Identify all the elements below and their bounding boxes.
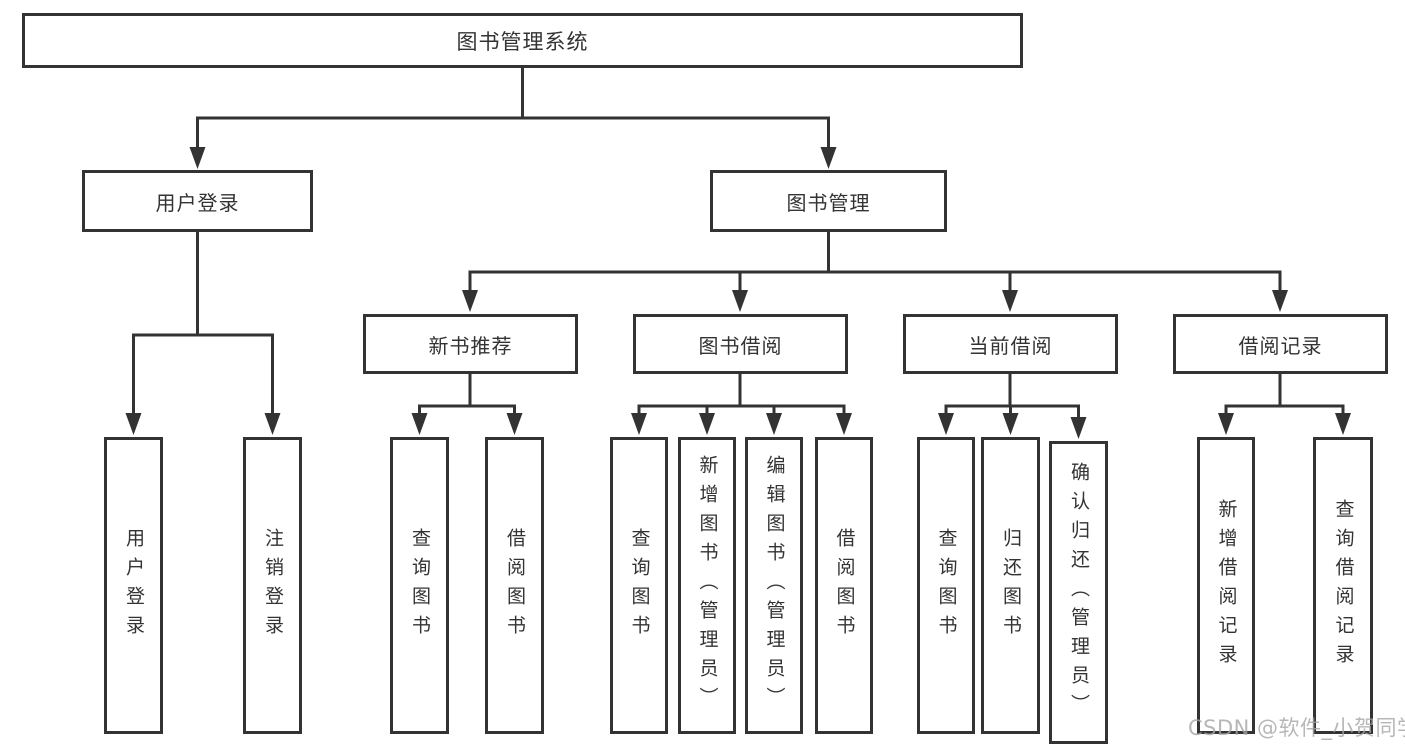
leaf-query-borrow-record: 查询借阅记录: [1313, 437, 1373, 734]
node-label: 新增借阅记录: [1215, 498, 1238, 673]
csdn-watermark: CSDN @软件_小贺同学: [1188, 716, 1405, 740]
node-user-login: 用户登录: [82, 170, 313, 232]
node-label: 图书管理系统: [456, 29, 589, 54]
edges-new-books: [411, 371, 523, 435]
leaf-add-borrow-record: 新增借阅记录: [1197, 437, 1255, 734]
node-label: 借阅图书: [504, 527, 526, 644]
leaf-query-books-3: 查询图书: [917, 437, 975, 734]
leaf-add-book-admin: 新增图书（管理员）: [678, 437, 736, 734]
node-current-borrow: 当前借阅: [903, 314, 1118, 374]
leaf-borrow-books-2: 借阅图书: [815, 437, 873, 734]
node-label: 编辑图书（管理员）: [763, 455, 786, 716]
node-label: 新增图书（管理员）: [696, 455, 719, 716]
node-label: 借阅记录: [1238, 333, 1323, 358]
node-label: 用户登录: [123, 527, 145, 644]
node-label: 查询借阅记录: [1332, 498, 1355, 673]
leaf-return-book: 归还图书: [981, 437, 1040, 734]
node-label: 查询图书: [935, 527, 958, 644]
leaf-query-books-1: 查询图书: [390, 437, 449, 734]
node-label: 图书管理: [786, 190, 871, 215]
node-label: 查询图书: [409, 527, 431, 644]
node-label: 借阅图书: [833, 527, 856, 644]
leaf-user-login: 用户登录: [104, 437, 163, 734]
edges-book-borrow: [631, 371, 852, 435]
node-label: 确认归还（管理员）: [1068, 462, 1090, 723]
edges-root: [189, 66, 837, 169]
node-label: 用户登录: [155, 190, 240, 215]
node-book-borrow: 图书借阅: [633, 314, 848, 374]
node-label: 注销登录: [262, 527, 284, 644]
leaf-logout: 注销登录: [243, 437, 302, 734]
node-label: 图书借阅: [698, 333, 783, 358]
edges-borrow-records: [1218, 371, 1351, 435]
edges-user-login: [125, 229, 281, 435]
node-label: 查询图书: [628, 527, 651, 644]
node-borrow-records: 借阅记录: [1173, 314, 1388, 374]
leaf-query-books-2: 查询图书: [610, 437, 668, 734]
node-label: 新书推荐: [428, 333, 513, 358]
leaf-edit-book-admin: 编辑图书（管理员）: [745, 437, 803, 734]
edges-current-borrow: [938, 371, 1087, 439]
node-root: 图书管理系统: [22, 13, 1023, 68]
node-book-management: 图书管理: [710, 170, 947, 232]
leaf-confirm-return-admin: 确认归还（管理员）: [1049, 441, 1108, 744]
leaf-borrow-books-1: 借阅图书: [485, 437, 544, 734]
edges-book-management: [462, 229, 1288, 312]
node-label: 当前借阅: [968, 333, 1053, 358]
node-label: 归还图书: [1000, 527, 1022, 644]
node-new-books: 新书推荐: [363, 314, 578, 374]
